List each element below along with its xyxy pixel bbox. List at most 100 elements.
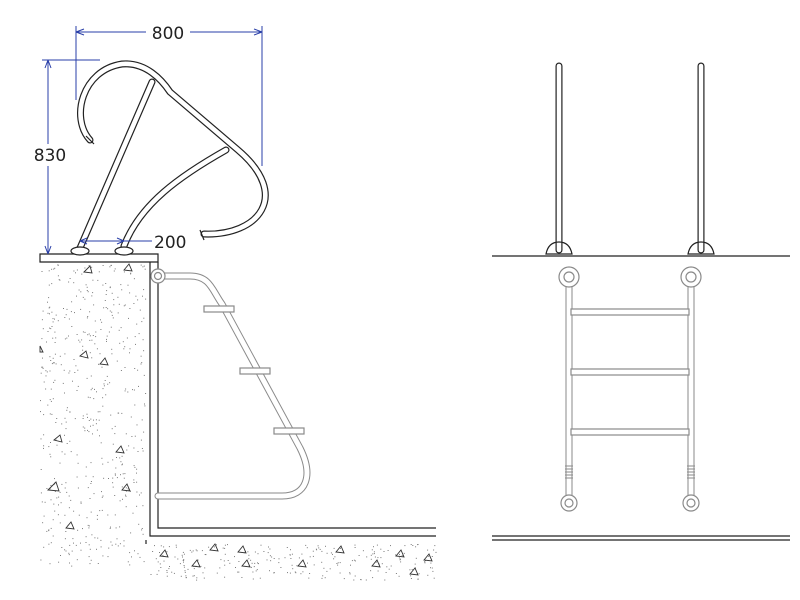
front-step-1 [570, 308, 690, 316]
concrete-speck [117, 296, 119, 298]
concrete-speck [141, 448, 143, 449]
concrete-speck [168, 568, 170, 570]
concrete-speck [125, 487, 127, 489]
concrete-speck [109, 310, 111, 312]
concrete-speck [101, 509, 103, 511]
concrete-speck [126, 449, 128, 451]
concrete-speck [112, 486, 114, 488]
concrete-speck [95, 336, 97, 338]
concrete-speck [66, 443, 68, 444]
concrete-speck [171, 571, 173, 573]
concrete-speck [110, 414, 112, 416]
concrete-speck [42, 357, 43, 359]
concrete-speck [114, 495, 116, 496]
concrete-speck [89, 548, 91, 550]
concrete-speck [93, 419, 94, 421]
concrete-speck [69, 370, 71, 372]
concrete-speck [66, 491, 68, 493]
concrete-speck [81, 339, 83, 341]
concrete-speck [68, 552, 70, 554]
concrete-speck [166, 571, 168, 573]
concrete-speck [196, 577, 198, 579]
concrete-speck [77, 529, 79, 531]
side-handrail [70, 60, 269, 256]
concrete-speck [85, 475, 87, 477]
concrete-speck [337, 564, 339, 566]
concrete-speck [57, 264, 59, 266]
concrete-speck [110, 326, 112, 328]
concrete-speck [55, 314, 57, 316]
concrete-speck [68, 281, 70, 283]
concrete-speck [71, 326, 73, 327]
concrete-speck [269, 555, 271, 557]
concrete-speck [340, 547, 341, 549]
concrete-speck [418, 573, 420, 575]
concrete-speck [102, 388, 104, 390]
concrete-speck [324, 577, 326, 579]
concrete-speck [94, 388, 95, 390]
concrete-speck [315, 548, 317, 550]
concrete-speck [256, 569, 258, 571]
concrete-speck [152, 551, 154, 552]
concrete-speck [414, 563, 416, 565]
concrete-speck [372, 553, 374, 555]
concrete-speck [66, 308, 68, 310]
concrete-speck [105, 294, 107, 295]
concrete-speck [76, 295, 77, 297]
concrete-speck [60, 555, 61, 556]
concrete-speck [220, 559, 222, 561]
concrete-speck [54, 379, 56, 381]
concrete-speck [425, 560, 426, 562]
concrete-speck [192, 575, 194, 577]
concrete-speck [201, 550, 203, 552]
concrete-speck [90, 375, 92, 377]
concrete-speck [82, 296, 84, 298]
concrete-speck [40, 469, 42, 470]
concrete-speck [135, 295, 137, 297]
concrete-speck [92, 476, 94, 478]
concrete-speck [97, 537, 99, 539]
concrete-speck [87, 291, 89, 293]
concrete-speck [119, 543, 121, 545]
concrete-speck [136, 424, 138, 426]
concrete-speck [96, 518, 98, 520]
concrete-speck [43, 434, 45, 436]
concrete-speck [90, 462, 92, 464]
concrete-speck [159, 552, 160, 553]
concrete-speck [390, 565, 392, 567]
concrete-speck [160, 567, 162, 568]
concrete-speck [131, 556, 132, 558]
concrete-speck [60, 364, 62, 366]
concrete-speck [290, 558, 292, 559]
concrete-speck [121, 464, 123, 466]
concrete-speck [384, 579, 386, 581]
concrete-speck [57, 514, 59, 516]
concrete-speck [65, 314, 67, 316]
concrete-speck [59, 462, 61, 464]
concrete-speck [123, 545, 125, 547]
concrete-speck [298, 557, 300, 559]
concrete-speck [125, 506, 127, 508]
concrete-speck [99, 510, 101, 512]
concrete-speck [258, 563, 259, 565]
dimensions: 800 830 200 [26, 22, 263, 255]
concrete-speck [50, 485, 52, 486]
concrete-speck [109, 527, 111, 529]
concrete-speck [72, 380, 73, 382]
concrete-speck [73, 359, 75, 360]
concrete-speck [106, 335, 108, 337]
concrete-speck [141, 529, 143, 531]
concrete-speck [296, 565, 298, 567]
concrete-speck [46, 530, 48, 532]
concrete-speck [94, 320, 96, 322]
concrete-speck [142, 339, 144, 341]
concrete-speck [85, 536, 87, 538]
concrete-speck [122, 498, 123, 500]
concrete-speck [87, 429, 88, 431]
concrete-speck [174, 556, 176, 558]
concrete-speck [85, 284, 87, 286]
concrete-speck [313, 564, 315, 566]
concrete-speck [53, 268, 55, 270]
concrete-speck [424, 562, 426, 564]
concrete-speck [87, 316, 89, 317]
